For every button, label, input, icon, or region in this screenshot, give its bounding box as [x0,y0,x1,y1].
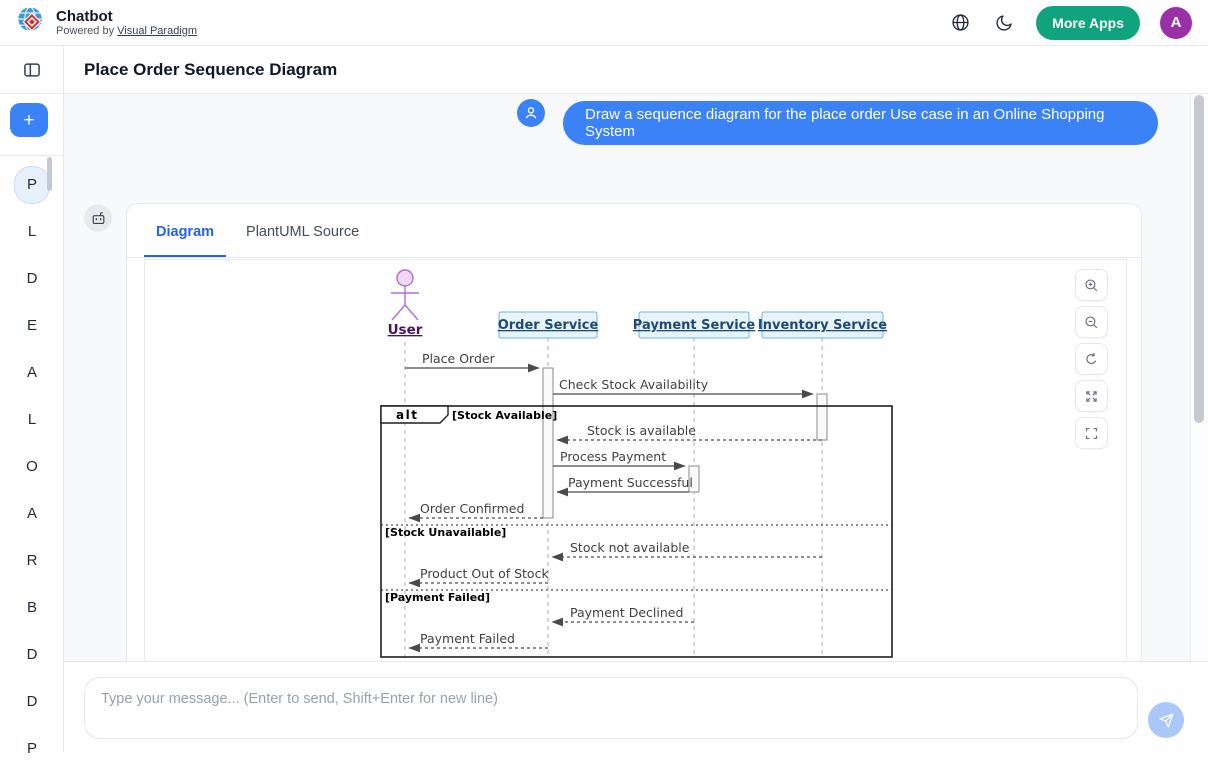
sidebar-scrollbar-thumb[interactable] [47,157,52,191]
user-account-avatar[interactable]: A [1160,6,1192,39]
msg-payment-successful: Payment Successful [568,475,693,490]
participant-order-service: Order Service [498,318,599,333]
user-message-avatar [517,99,545,127]
zoom-out-icon [1085,315,1098,328]
diagram-viewport[interactable]: User Order Service Payment Service Inven… [144,259,1127,661]
sidebar-divider [0,155,64,156]
message-labels: Place Order Check Stock Availability Sto… [420,351,709,646]
sidebar-item-10[interactable]: D [26,646,38,663]
zoom-in-button[interactable] [1075,269,1108,301]
send-button[interactable] [1148,702,1184,738]
participants: Order Service Payment Service Inventory … [498,311,887,339]
chat-scrollbar-rail [1190,94,1208,661]
diagram-viewer-controls [1075,269,1108,449]
zoom-in-icon [1085,278,1098,291]
composer [84,677,1138,739]
msg-place-order: Place Order [422,351,496,366]
participant-inventory-service: Inventory Service [758,318,887,333]
msg-check-stock: Check Stock Availability [559,377,709,392]
sidebar-item-1[interactable]: L [27,223,37,240]
sidebar-toggle-button[interactable] [20,58,44,82]
dark-mode-button[interactable] [992,11,1016,35]
panel-toggle-icon [23,62,40,77]
card-tabs: Diagram PlantUML Source [127,204,1141,258]
brand: Chatbot Powered by Visual Paradigm [16,5,197,40]
actor-label: User [388,322,423,338]
app-header: Chatbot Powered by Visual Paradigm More … [0,0,1208,46]
message-arrows [405,363,822,653]
sidebar-conversation-list: P L D E A L O A R B D D P [0,161,64,772]
msg-payment-failed: Payment Failed [420,631,515,646]
app-title: Chatbot [56,7,113,25]
message-input[interactable] [85,678,1137,738]
sidebar-item-5[interactable]: L [27,411,37,428]
new-chat-button[interactable]: + [10,103,48,137]
globe-icon [952,14,969,31]
person-icon [525,107,537,119]
user-message-bubble: Draw a sequence diagram for the place or… [563,101,1158,145]
msg-stock-available: Stock is available [587,423,696,438]
more-apps-button[interactable]: More Apps [1036,5,1140,40]
moon-icon [996,14,1012,30]
msg-order-confirmed: Order Confirmed [420,501,524,516]
send-plane-icon [1158,712,1174,728]
sidebar-item-0[interactable]: P [0,161,64,208]
header-actions: More Apps A [948,5,1192,40]
sidebar-item-4[interactable]: A [26,364,37,381]
powered-by: Powered by Visual Paradigm [56,24,198,37]
visual-paradigm-logo-icon [16,5,46,40]
brand-text: Chatbot Powered by Visual Paradigm [56,8,197,38]
reset-rotate-icon [1086,352,1097,364]
chat-area: Draw a sequence diagram for the place or… [64,94,1208,661]
participant-payment-service: Payment Service [633,318,756,333]
guard-payment-failed: [Payment Failed] [385,591,490,604]
composer-bar [64,661,1208,752]
titlebar: Place Order Sequence Diagram [0,46,1208,94]
actor-user: User [388,269,423,338]
visual-paradigm-link[interactable]: Visual Paradigm [117,24,198,37]
sidebar-item-7[interactable]: A [26,505,37,522]
sidebar: + P L D E A L O A R B D D P [0,94,64,757]
alt-fragment: alt [Stock Available] [Stock Unavailable… [380,405,893,658]
sidebar-item-8[interactable]: R [26,552,38,569]
sidebar-item-9[interactable]: B [26,599,37,616]
guard-stock-available: [Stock Available] [452,409,557,422]
tab-diagram[interactable]: Diagram [144,208,227,257]
bot-message-avatar [84,204,112,232]
reset-view-button[interactable] [1075,343,1108,375]
msg-stock-not-available: Stock not available [570,540,690,555]
page-title: Place Order Sequence Diagram [84,59,338,79]
sidebar-item-3[interactable]: E [26,317,37,334]
sidebar-item-6[interactable]: O [26,458,38,475]
sidebar-item-11[interactable]: D [26,693,38,710]
fullscreen-button[interactable] [1075,417,1108,449]
msg-product-out-of-stock: Product Out of Stock [420,566,549,581]
alt-operator-label: alt [396,408,418,422]
sequence-diagram: User Order Service Payment Service Inven… [380,269,893,658]
robot-icon [92,211,104,224]
activation-bars [542,367,828,519]
sidebar-item-2[interactable]: D [26,270,38,287]
tab-plantuml-source[interactable]: PlantUML Source [246,224,360,240]
chat-scrollbar-thumb[interactable] [1194,95,1204,423]
sidebar-item-12[interactable]: P [26,740,37,757]
sidebar-toggle-cell [0,46,64,93]
zoom-out-button[interactable] [1075,306,1108,338]
guard-stock-unavailable: [Stock Unavailable] [385,526,506,539]
msg-process-payment: Process Payment [560,449,666,464]
fullscreen-corners-icon [1085,427,1098,439]
language-globe-button[interactable] [948,11,972,35]
expand-button[interactable] [1075,380,1108,412]
expand-arrows-icon [1086,390,1097,402]
msg-payment-declined: Payment Declined [570,605,683,620]
bot-response-card: Diagram PlantUML Source [126,203,1142,661]
